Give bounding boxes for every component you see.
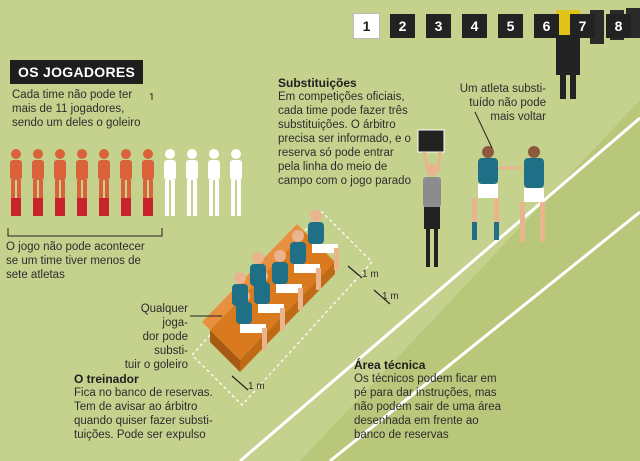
text-line: se um time tiver menos de [6,255,141,267]
player-figure-faded [230,149,242,216]
squad-numbers: 1 2 3 4 5 6 7 8 [353,13,631,39]
substituicoes-title: Substituições [278,76,357,90]
substituicoes-block: Substituições Em competições oficiais, c… [278,76,411,188]
text-line: não podem sair de uma área [354,401,502,413]
text-line: pela linha do meio de [278,161,388,173]
player-figure-faded [186,149,198,216]
touchline [329,210,640,461]
goleiro-note: Qualquer joga- dor pode substi- tuir o g… [112,302,188,372]
area-tecnica-text: Os técnicos podem ficar em pé para dar i… [354,372,501,442]
text-line: banco de reservas [354,429,449,441]
jogadores-title: OS JOGADORES [10,60,144,84]
dimension-arrows [231,265,391,391]
squad-number: 2 [390,14,415,38]
squad-number: 8 [606,14,631,38]
text-line: cada time pode fazer três [278,105,408,117]
area-tecnica-title: Área técnica [354,358,426,372]
text-line: sete atletas [6,269,65,281]
measure-label: 1 m [362,269,379,280]
text-line: pé para dar instruções, mas [354,387,497,399]
text-line: sendo um deles o goleiro [12,117,141,129]
substitution-players [472,146,545,242]
substituicoes-text: Em competições oficiais, cada time pode … [278,90,411,188]
text-line: tuir o goleiro [124,359,188,371]
text-line: mais de 11 jogadores, [12,103,125,115]
text-line: Qualquer joga- [140,303,188,329]
player-figure-faded [164,149,176,216]
text-line: reserva só pode entrar [278,147,394,159]
treinador-text: Fica no banco de reservas. Tem de avisar… [74,386,213,442]
text-line: campo com o jogo parado [278,175,411,187]
text-line: desenhada em frente ao [354,415,479,427]
halfway-line [239,116,640,461]
text-line: tuído não pode [469,97,546,109]
squad-number: 1 [353,13,380,39]
atleta-substituido-text: Um atleta substi- tuído não pode mais vo… [436,82,546,124]
measure-label: 1 m [248,381,265,392]
squad-number: 5 [498,14,523,38]
text-line: Os técnicos podem ficar em [354,373,497,385]
area-tecnica-block: Área técnica Os técnicos podem ficar em … [354,358,501,442]
text-line: precisa ser informado, e o [278,133,411,145]
text-line: mais voltar [490,111,546,123]
jogadores-text: Cada time não pode ter mais de 11 jogado… [12,88,141,130]
bracket [7,228,163,237]
player-figure-faded [208,149,220,216]
text-line: substituições. O árbitro [278,119,396,131]
fourth-official [417,129,445,267]
measure-label: 1 m [382,291,399,302]
bench-players [232,210,339,350]
text-line: tuições. Pode ser expulso [74,429,206,441]
text-line: Um atleta substi- [459,83,546,95]
player-row [10,149,242,216]
squad-number: 4 [462,14,487,38]
text-line: Cada time não pode ter [12,89,133,101]
min-players-text: O jogo não pode acontecer se um time tiv… [6,240,145,282]
treinador-block: O treinador Fica no banco de reservas. T… [74,372,213,442]
squad-number: 3 [426,14,451,38]
text-line: O jogo não pode acontecer [6,241,145,253]
squad-number: 6 [534,14,559,38]
callout-lines [150,93,493,317]
text-line: quando quiser fazer substi- [74,415,213,427]
treinador-title: O treinador [74,372,139,386]
text-line: Fica no banco de reservas. [74,387,213,399]
text-line: dor pode substi- [142,331,188,357]
squad-number: 7 [570,14,595,38]
text-line: Em competições oficiais, [278,91,405,103]
text-line: Tem de avisar ao árbitro [74,401,198,413]
